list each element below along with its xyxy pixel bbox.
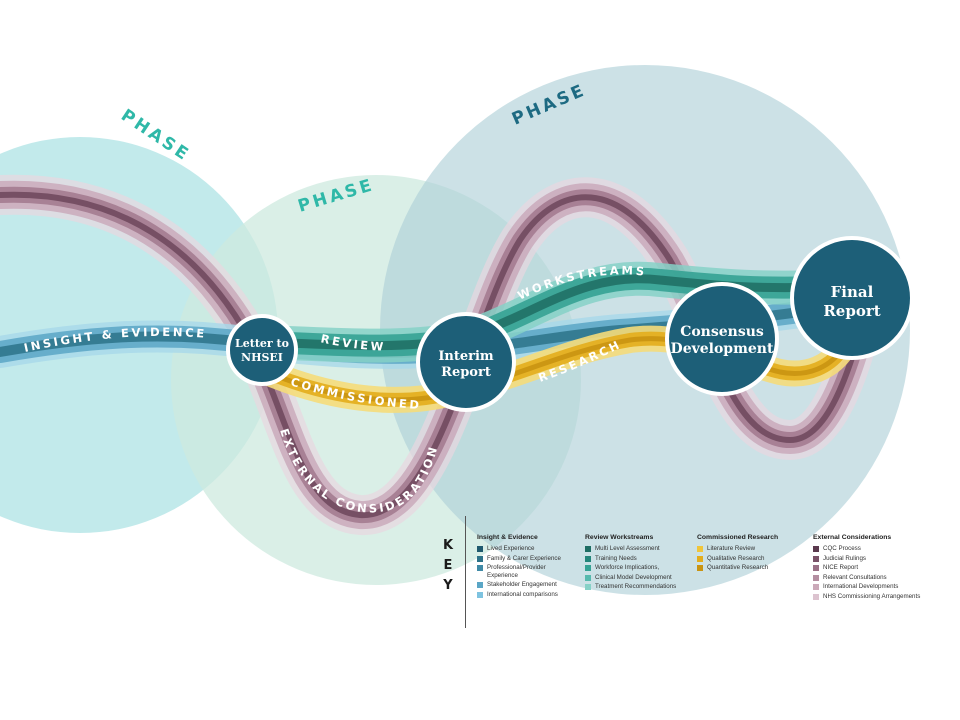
key-group-heading: Commissioned Research <box>697 534 779 541</box>
svg-text:Interim: Interim <box>438 349 494 364</box>
key-item: International Developments <box>813 583 943 591</box>
key-item: International comparisons <box>477 591 582 599</box>
svg-text:NHSEI: NHSEI <box>241 351 283 364</box>
svg-text:Report: Report <box>441 365 491 380</box>
key-item: Training Needs <box>585 555 697 563</box>
milestone-letter: Letter to NHSEI <box>226 314 298 386</box>
key-swatch <box>477 546 483 552</box>
key-swatch <box>813 555 819 562</box>
key-item: NICE Report <box>813 564 943 572</box>
key-item: Stakeholder Engagement <box>477 581 582 589</box>
milestone-final-report: Final Report <box>790 236 914 360</box>
key-swatch <box>477 582 483 588</box>
key-item: Lived Experience <box>477 545 582 553</box>
key-title-letter: K <box>442 538 454 553</box>
key-item: Judicial Rulings <box>813 555 943 563</box>
key-item: Workforce Implications, <box>585 564 697 572</box>
svg-text:Development: Development <box>671 341 774 357</box>
key-item: Family & Carer Experience <box>477 555 582 563</box>
key-group-heading: Review Workstreams <box>585 534 654 541</box>
key-group-heading: Insight & Evidence <box>477 534 538 541</box>
key-group-review: Review Workstreams Multi Level Assessmen… <box>585 534 697 593</box>
svg-text:Final: Final <box>831 283 874 301</box>
key-group-external: External Considerations CQC Process Judi… <box>813 534 943 602</box>
key-swatch <box>813 574 819 581</box>
milestone-consensus-development: Consensus Development <box>665 282 779 396</box>
key-swatch <box>585 546 591 552</box>
key-item: Treatment Recommendations <box>585 583 697 591</box>
key-item: Professional/Provider Experience <box>477 564 582 579</box>
key-swatch <box>585 555 591 562</box>
key-group-heading: External Considerations <box>813 534 892 541</box>
key-swatch <box>697 546 703 552</box>
key-item: Quantitative Research <box>697 564 807 572</box>
commissioned-research-band <box>249 325 853 413</box>
key-swatch <box>477 555 483 562</box>
key-group-commissioned: Commissioned Research Literature Review … <box>697 534 807 574</box>
key-swatch <box>813 565 819 571</box>
key-group-insight: Insight & Evidence Lived Experience Fami… <box>477 534 582 600</box>
key-swatch <box>585 584 591 590</box>
key-swatch <box>813 546 819 552</box>
svg-text:Consensus: Consensus <box>680 324 764 340</box>
key-swatch <box>697 565 703 571</box>
milestone-interim-report: Interim Report <box>416 312 516 412</box>
key-title-letter: E <box>443 558 453 573</box>
key-title-letter: Y <box>443 578 453 593</box>
key-swatch <box>477 565 483 571</box>
key-divider <box>465 516 466 628</box>
key-item: Relevant Consultations <box>813 574 943 582</box>
key-item: Qualitative Research <box>697 555 807 563</box>
key-swatch <box>585 565 591 571</box>
key-swatch <box>585 574 591 581</box>
key-item: NHS Commissioning Arrangements <box>813 593 943 601</box>
key-swatch <box>813 593 819 600</box>
key-item: Literature Review <box>697 545 807 553</box>
key-item: Clinical Model Development <box>585 574 697 582</box>
key-swatch <box>813 584 819 590</box>
svg-text:Letter to: Letter to <box>235 337 289 350</box>
key-item: CQC Process <box>813 545 943 553</box>
key-item: Multi Level Assessment <box>585 545 697 553</box>
svg-text:Report: Report <box>823 302 880 320</box>
key-swatch <box>697 555 703 562</box>
key-swatch <box>477 591 483 598</box>
